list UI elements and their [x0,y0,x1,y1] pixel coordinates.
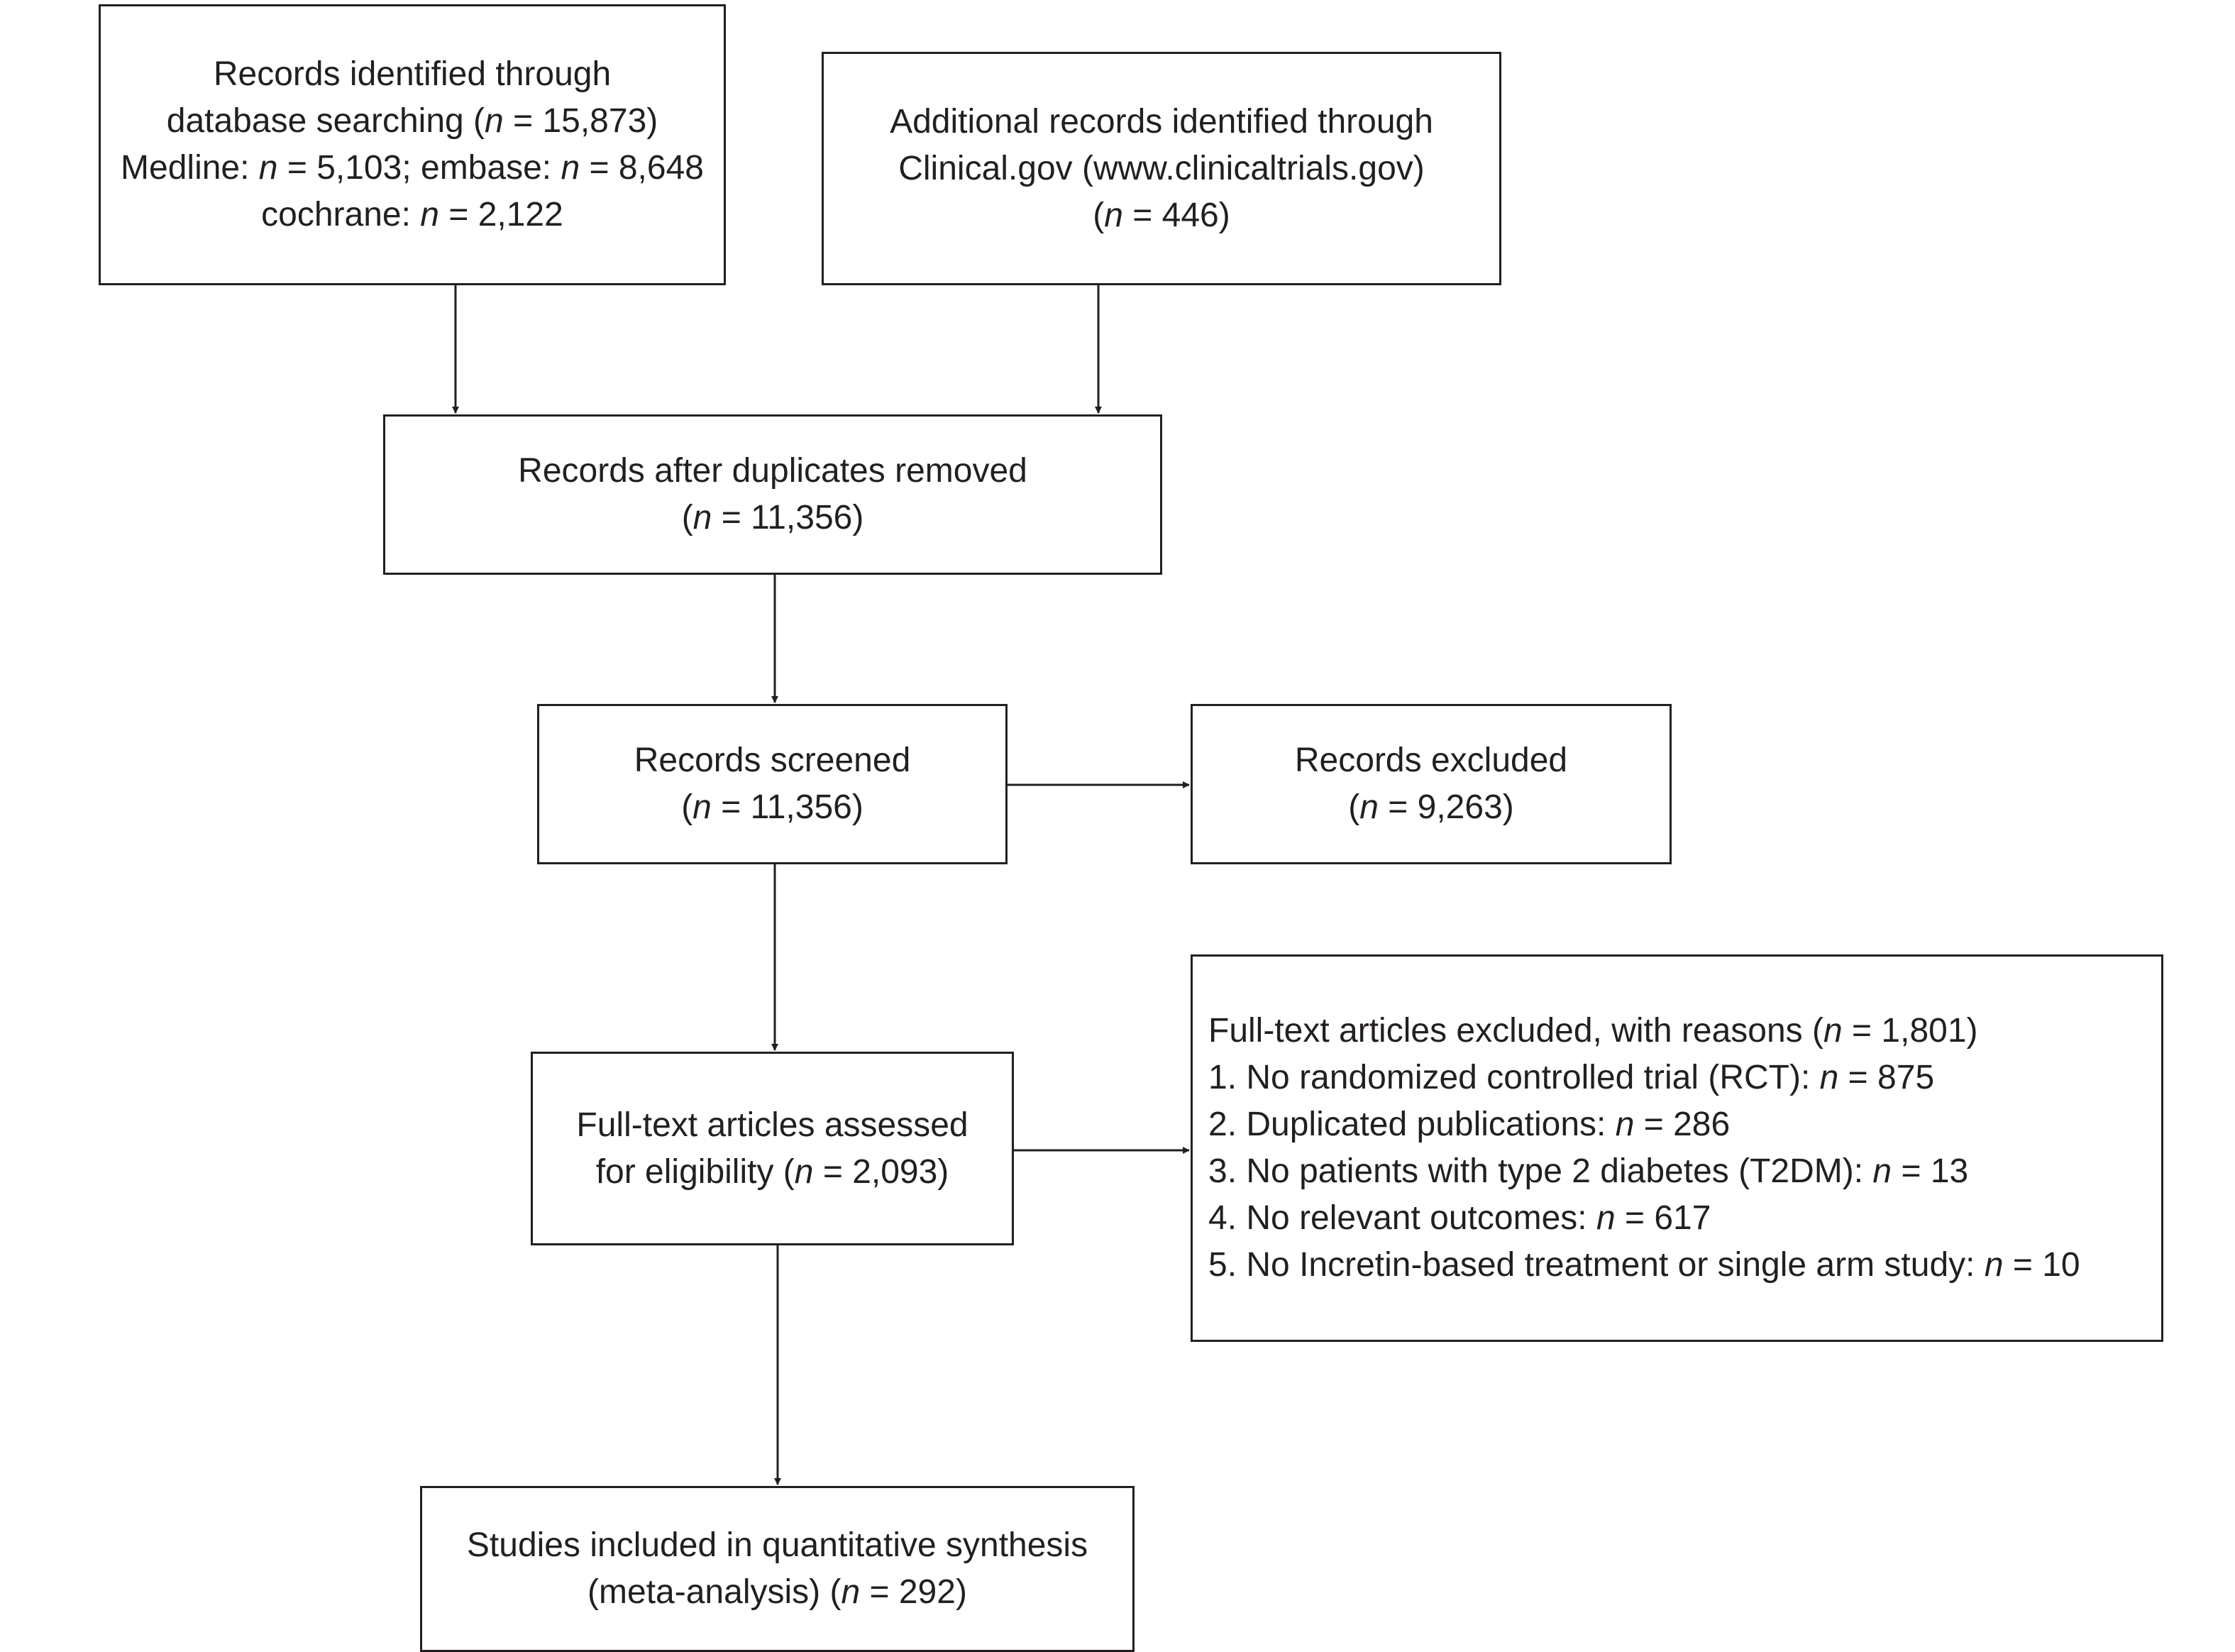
fulltext-excluded-line-4: 3. No patients with type 2 diabetes (T2D… [1208,1148,1968,1195]
line-text: = 2,093) [813,1152,949,1191]
line-text: Clinical.gov (www.clinicaltrials.gov) [898,149,1425,187]
box-records-screened: Records screened (n = 11,356) [537,704,1008,864]
line-text: 3. No patients with type 2 diabetes (T2D… [1208,1152,1873,1190]
line-text: Medline: [121,149,259,187]
line-text: = 617 [1615,1199,1711,1237]
duplicates-removed-line-2: (n = 11,356) [682,495,864,541]
italic-variable: n [692,499,712,536]
duplicates-removed-line-1: Records after duplicates removed [518,448,1027,495]
fulltext-excluded-line-6: 5. No Incretin-based treatment or single… [1208,1242,2080,1289]
line-text: 2. Duplicated publications: [1208,1106,1616,1143]
line-text: Studies included in quantitative synthes… [466,1526,1088,1564]
records-excluded-line-2: (n = 9,263) [1348,784,1514,831]
italic-variable: n [1596,1199,1616,1237]
fulltext-excluded-line-5: 4. No relevant outcomes: n = 617 [1208,1195,1711,1242]
database-search-line-4: cochrane: n = 2,122 [261,192,563,238]
database-search-line-3: Medline: n = 5,103; embase: n = 8,648 [121,145,704,192]
line-text: Additional records identified through [890,102,1433,141]
line-text: Records identified through [213,55,612,93]
line-text: = 8,648 [580,149,704,187]
line-text: Records after duplicates removed [518,452,1027,490]
italic-variable: n [561,149,580,187]
line-text: = 5,103; embase: [277,149,561,187]
line-text: = 11,356) [712,499,864,536]
line-text: = 446) [1122,196,1230,234]
italic-variable: n [1819,1059,1839,1096]
italic-variable: n [420,196,439,233]
italic-variable: n [485,102,504,140]
italic-variable: n [1872,1152,1892,1190]
fulltext-assessed-line-2: for eligibility (n = 2,093) [596,1149,949,1196]
line-text: (meta-analysis) ( [587,1573,841,1611]
additional-records-line-1: Additional records identified through [890,99,1433,145]
line-text: 4. No relevant outcomes: [1208,1199,1596,1237]
line-text: = 2,122 [439,196,563,233]
database-search-line-1: Records identified through [214,51,611,98]
records-excluded-line-1: Records excluded [1295,737,1567,784]
line-text: for eligibility ( [595,1152,795,1191]
line-text: 5. No Incretin-based treatment or single… [1208,1246,1985,1284]
line-text: = 1,801) [1842,1012,1978,1050]
italic-variable: n [1823,1012,1843,1050]
line-text: ( [681,788,693,826]
box-fulltext-articles-excluded: Full-text articles excluded, with reason… [1191,954,2163,1342]
line-text: = 15,873) [503,102,658,140]
line-text: ( [681,499,693,536]
database-search-line-2: database searching (n = 15,873) [167,98,658,145]
box-studies-included: Studies included in quantitative synthes… [420,1486,1135,1652]
italic-variable: n [794,1152,814,1191]
additional-records-line-3: (n = 446) [1093,192,1230,239]
line-text: = 9,263) [1378,788,1514,826]
additional-records-line-2: Clinical.gov (www.clinicaltrials.gov) [898,145,1425,192]
italic-variable: n [841,1573,861,1611]
italic-variable: n [1615,1106,1635,1143]
box-fulltext-articles-assessed: Full-text articles assessed for eligibili… [531,1052,1014,1245]
line-text: = 286 [1634,1106,1731,1143]
line-text: = 11,356) [711,788,863,826]
records-screened-line-2: (n = 11,356) [681,784,863,831]
line-text: ( [1093,196,1105,234]
line-text: = 10 [2003,1246,2080,1284]
studies-included-line-2: (meta-analysis) (n = 292) [587,1569,967,1616]
studies-included-line-1: Studies included in quantitative synthes… [467,1522,1088,1569]
line-text: Records screened [634,742,911,779]
box-records-identified-database: Records identified through database searc… [99,4,726,285]
italic-variable: n [1359,788,1379,826]
line-text: ( [1348,788,1360,826]
italic-variable: n [692,788,712,826]
box-records-after-duplicates-removed: Records after duplicates removed (n = 11,… [383,414,1162,575]
line-text: Full-text articles excluded, with reason… [1208,1012,1823,1050]
italic-variable: n [1984,1246,2004,1284]
fulltext-excluded-line-2: 1. No randomized controlled trial (RCT):… [1208,1054,1934,1101]
line-text: Full-text articles assessed [576,1106,968,1144]
line-text: cochrane: [261,196,421,233]
fulltext-excluded-line-1: Full-text articles excluded, with reason… [1208,1008,1978,1054]
line-text: Records excluded [1294,742,1568,779]
fulltext-assessed-line-1: Full-text articles assessed [576,1102,968,1149]
line-text: = 875 [1838,1059,1935,1096]
italic-variable: n [1104,196,1123,234]
fulltext-excluded-line-3: 2. Duplicated publications: n = 286 [1208,1101,1730,1148]
box-records-excluded: Records excluded (n = 9,263) [1191,704,1672,864]
line-text: = 292) [860,1573,967,1611]
italic-variable: n [258,149,278,187]
line-text: = 13 [1892,1152,1969,1190]
records-screened-line-1: Records screened [634,737,911,784]
line-text: database searching ( [166,102,485,140]
line-text: 1. No randomized controlled trial (RCT): [1208,1059,1820,1096]
